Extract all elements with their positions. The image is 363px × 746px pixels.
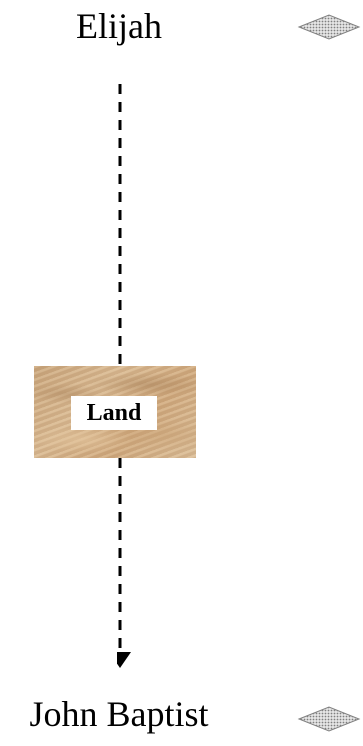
- dashed-connector-upper: [117, 84, 123, 366]
- arrowhead-down-icon: [117, 652, 131, 668]
- diamond-marker-top: [297, 14, 361, 40]
- diamond-marker-bottom: [297, 706, 361, 732]
- land-node: Land: [34, 366, 196, 458]
- top-node-label: Elijah: [0, 4, 238, 48]
- bottom-node-label: John Baptist: [0, 692, 238, 736]
- land-label: Land: [71, 396, 157, 430]
- dashed-connector-lower: [117, 458, 133, 670]
